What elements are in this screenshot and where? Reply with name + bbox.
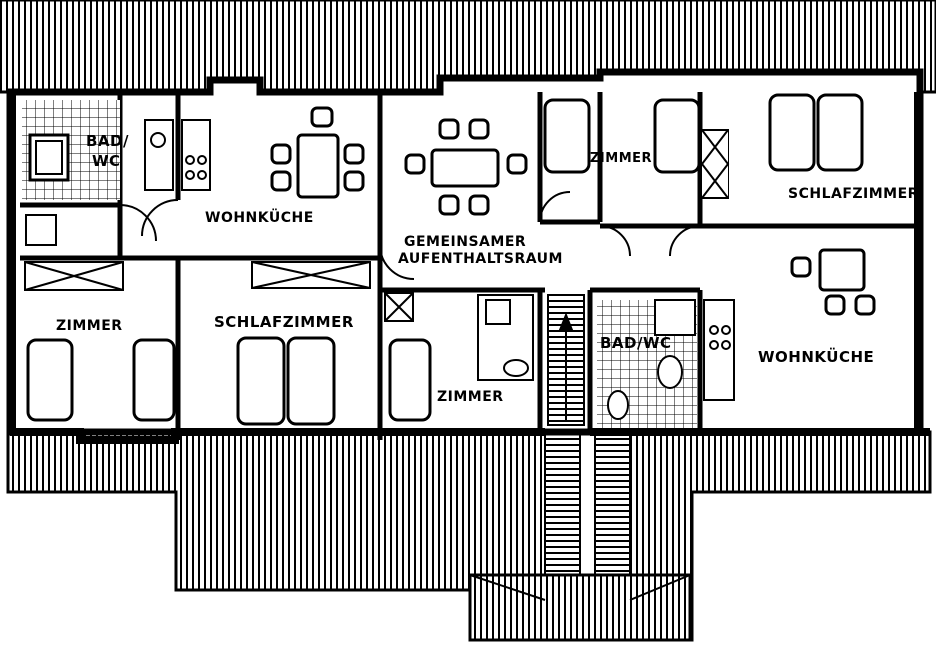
outer-walls bbox=[8, 92, 930, 444]
label-zimmer-top-right: ZIMMER bbox=[590, 151, 652, 166]
bath-left-tiles bbox=[22, 100, 211, 246]
stairs bbox=[547, 294, 585, 426]
wardrobes bbox=[24, 129, 730, 322]
table-gemeinsam bbox=[404, 118, 528, 216]
roof-dormer bbox=[468, 427, 692, 642]
label-schlafzimmer-right: SCHLAFZIMMER bbox=[788, 186, 919, 202]
label-gemeinsamer-1: GEMEINSAMER bbox=[404, 234, 526, 250]
roof-bottom-left bbox=[6, 430, 548, 592]
table-wohnkueche-left bbox=[270, 106, 365, 199]
label-bad-wc-left-1: BAD/ bbox=[86, 132, 129, 150]
label-wohnkueche-right: WOHNKÜCHE bbox=[758, 347, 874, 366]
beds bbox=[26, 93, 864, 426]
label-gemeinsamer-2: AUFENTHALTSRAUM bbox=[398, 251, 563, 267]
label-schlafzimmer-left: SCHLAFZIMMER bbox=[214, 313, 354, 331]
label-zimmer-left: ZIMMER bbox=[56, 318, 123, 334]
bath-right-tiles bbox=[597, 299, 735, 428]
table-wohnkueche-right bbox=[790, 248, 876, 316]
label-bad-wc-left-2: WC bbox=[92, 152, 121, 170]
label-zimmer-mid: ZIMMER bbox=[437, 389, 504, 405]
door-swings bbox=[119, 191, 701, 280]
label-bad-wc-right: BAD/WC bbox=[600, 334, 672, 352]
bath-mid bbox=[477, 294, 534, 381]
label-wohnkueche-left: WOHNKÜCHE bbox=[205, 208, 314, 226]
